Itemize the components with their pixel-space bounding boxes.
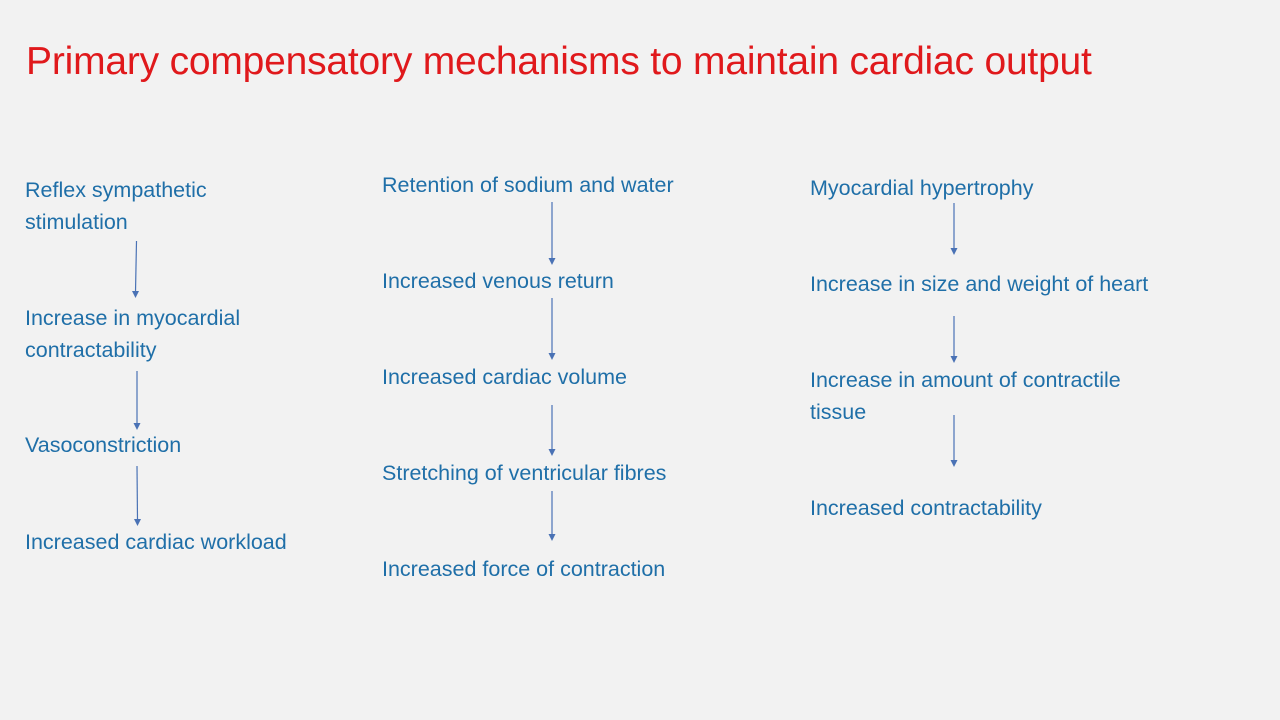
flow-node: Increased cardiac volume	[382, 361, 627, 393]
flow-node: Myocardial hypertrophy	[810, 172, 1033, 204]
node-text: Increased cardiac volume	[382, 365, 627, 389]
down-arrow-icon	[547, 298, 557, 361]
node-text: Increase in myocardial	[25, 306, 241, 330]
flow-node: Increased cardiac workload	[25, 526, 287, 558]
down-arrow-icon	[132, 371, 142, 431]
node-text: Increase in amount of contractile	[810, 368, 1121, 392]
flow-node: Vasoconstriction	[25, 429, 181, 461]
node-text: Increase in size and weight of heart	[810, 272, 1149, 296]
node-text: tissue	[810, 400, 867, 424]
node-text: Increased force of contraction	[382, 557, 666, 581]
flow-node: Increase in size and weight of heart	[810, 268, 1148, 300]
down-arrow-icon	[949, 316, 959, 364]
down-arrow-icon	[949, 415, 959, 468]
node-text: Increased contractability	[810, 496, 1042, 520]
node-text: Retention of sodium and water	[382, 173, 674, 197]
down-arrow-icon	[949, 203, 959, 256]
node-text: Vasoconstriction	[25, 433, 182, 457]
flow-node: Retention of sodium and water	[382, 169, 674, 201]
flow-node: Increased force of contraction	[382, 553, 665, 585]
flow-node: Reflex sympathetic stimulation	[25, 174, 207, 238]
down-arrow-icon	[131, 241, 141, 299]
node-text: contractability	[25, 338, 157, 362]
node-text: Reflex sympathetic	[25, 178, 207, 202]
down-arrow-icon	[547, 202, 557, 266]
flow-node: Increased venous return	[382, 265, 614, 297]
flow-node: Increase in myocardial contractability	[25, 302, 240, 366]
down-arrow-icon	[547, 405, 557, 457]
flow-node: Stretching of ventricular fibres	[382, 457, 666, 489]
node-text: stimulation	[25, 210, 128, 234]
node-text: Increased venous return	[382, 269, 614, 293]
down-arrow-icon	[132, 466, 142, 527]
node-text: Myocardial hypertrophy	[810, 176, 1034, 200]
flow-node: Increase in amount of contractile tissue	[810, 364, 1121, 428]
node-text: Increased cardiac workload	[25, 530, 287, 554]
node-text: Stretching of ventricular fibres	[382, 461, 667, 485]
down-arrow-icon	[547, 491, 557, 542]
flow-node: Increased contractability	[810, 492, 1042, 524]
slide-title: Primary compensatory mechanisms to maint…	[26, 40, 1092, 83]
